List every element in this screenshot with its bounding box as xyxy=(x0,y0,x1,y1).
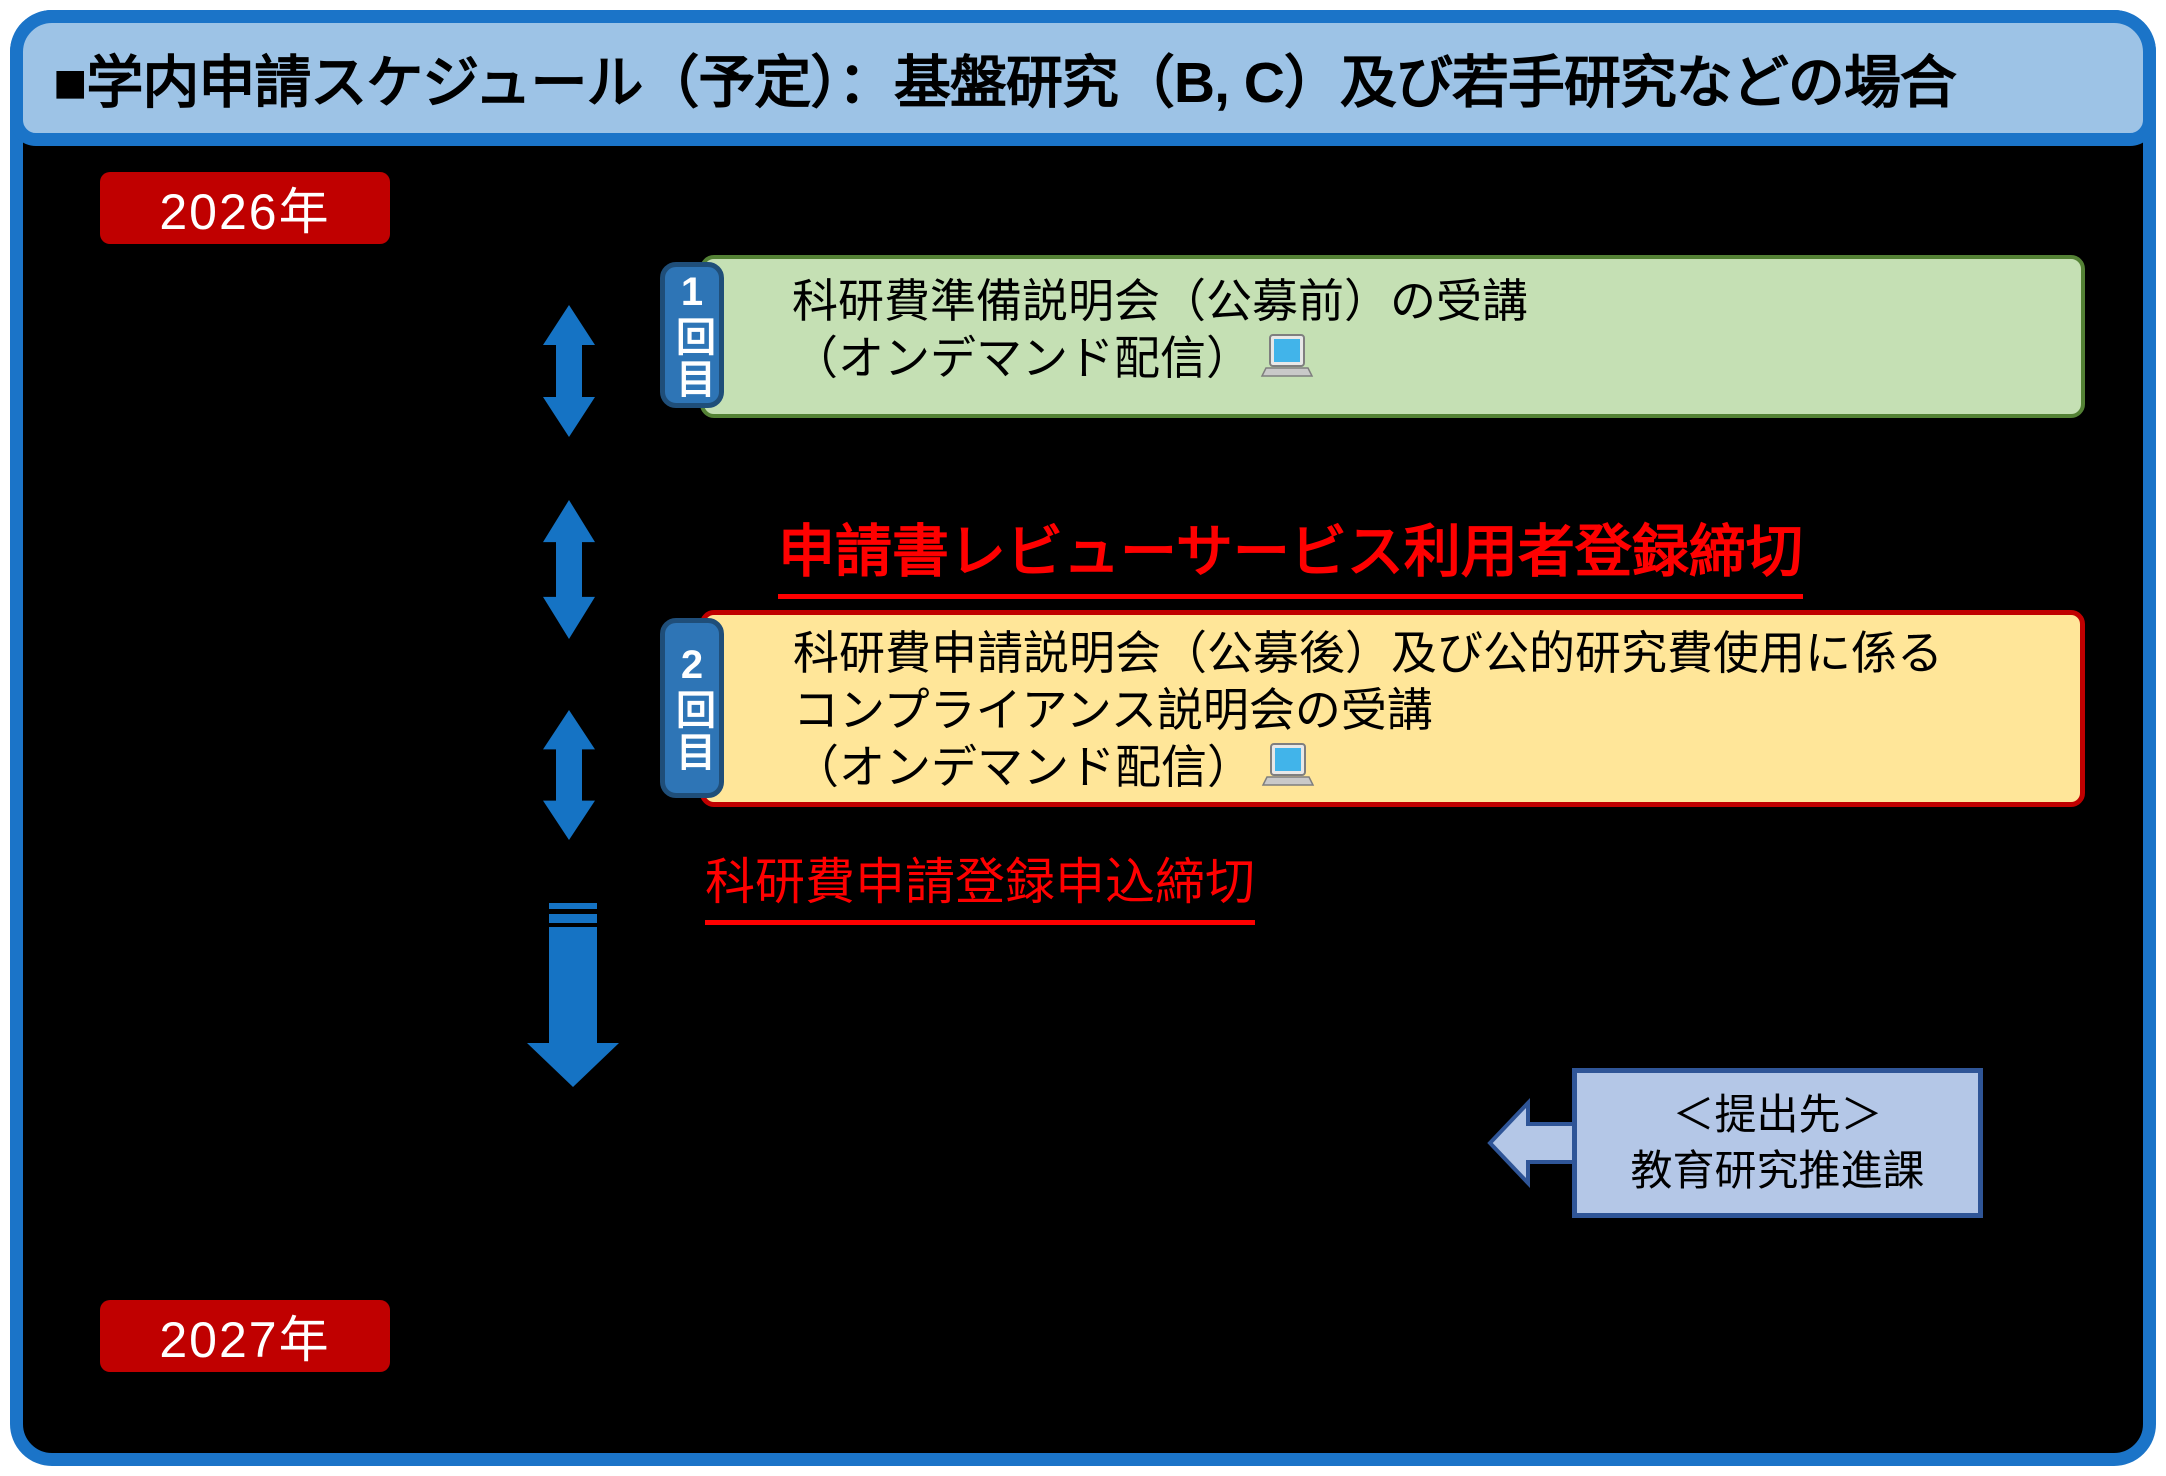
session-1-line-2: （オンデマンド配信） xyxy=(792,332,1252,384)
year-badge-2027: 2027年 xyxy=(100,1300,390,1372)
session-2-line-3: （オンデマンド配信） xyxy=(793,741,1253,793)
deadline-review-registration: 申請書レビューサービス利用者登録締切 xyxy=(778,506,1803,599)
session-2-round-badge-label: 2回目 xyxy=(670,643,714,773)
left-block-arrow-icon xyxy=(1487,1097,1582,1189)
deadline-application-registration: 科研費申請登録申込締切 xyxy=(705,842,1255,925)
year-badge-2026-label: 2026年 xyxy=(159,184,331,240)
submission-line-2: 教育研究推進課 xyxy=(1630,1147,1925,1194)
session-2-line-2: コンプライアンス説明会の受講 xyxy=(793,684,1433,736)
page-title: ■学内申請スケジュール（予定）：基盤研究（B, C）及び若手研究などの場合 xyxy=(53,51,1957,115)
session-2-text: 科研費申請説明会（公募後）及び公的研究費使用に係る コンプライアンス説明会の受講… xyxy=(793,625,2060,796)
title-bar: ■学内申請スケジュール（予定）：基盤研究（B, C）及び若手研究などの場合 xyxy=(10,10,2156,146)
laptop-icon xyxy=(1261,743,1315,786)
submission-box: ＜提出先＞ 教育研究推進課 xyxy=(1572,1068,1983,1218)
session-1-round-badge-label: 1回目 xyxy=(670,270,714,400)
striped-down-arrow-icon xyxy=(527,903,619,1087)
session-2-box: 科研費申請説明会（公募後）及び公的研究費使用に係る コンプライアンス説明会の受講… xyxy=(700,610,2085,807)
laptop-icon xyxy=(1260,334,1314,377)
session-1-line-1: 科研費準備説明会（公募前）の受講 xyxy=(792,275,1528,327)
double-arrow-icon xyxy=(543,305,595,437)
year-badge-2027-label: 2027年 xyxy=(159,1312,331,1368)
double-arrow-icon xyxy=(543,710,595,840)
session-1-round-badge: 1回目 xyxy=(660,262,724,408)
session-1-box: 科研費準備説明会（公募前）の受講 （オンデマンド配信） xyxy=(700,255,2085,418)
submission-line-1: ＜提出先＞ xyxy=(1672,1091,1883,1138)
session-2-line-1: 科研費申請説明会（公募後）及び公的研究費使用に係る xyxy=(793,627,1943,679)
year-badge-2026: 2026年 xyxy=(100,172,390,244)
session-2-round-badge: 2回目 xyxy=(660,618,724,798)
session-1-text: 科研費準備説明会（公募前）の受講 （オンデマンド配信） xyxy=(792,273,2061,387)
double-arrow-icon xyxy=(543,500,595,639)
